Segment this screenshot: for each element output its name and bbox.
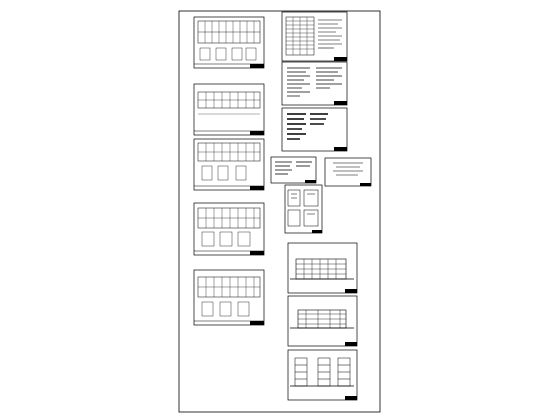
floor-plan-sheet-4[interactable] [193, 202, 265, 256]
schedule-table-sheet[interactable] [281, 11, 348, 62]
elevation-sheet-1[interactable] [287, 242, 358, 294]
cover-note-sheet[interactable] [324, 157, 372, 187]
legend-sheet-small[interactable] [270, 156, 317, 184]
section-sheet[interactable] [287, 349, 358, 401]
floor-plan-sheet-2[interactable] [193, 83, 265, 136]
drawing-boundary [178, 10, 381, 413]
floor-plan-sheet-3[interactable] [193, 138, 265, 191]
floor-plan-sheet-5[interactable] [193, 269, 265, 326]
floor-plan-sheet-1[interactable] [193, 16, 265, 69]
elevation-sheet-2[interactable] [287, 295, 358, 347]
notes-sheet-1[interactable] [281, 61, 348, 106]
detail-sheet[interactable] [284, 184, 323, 234]
notes-sheet-2[interactable] [281, 107, 348, 152]
